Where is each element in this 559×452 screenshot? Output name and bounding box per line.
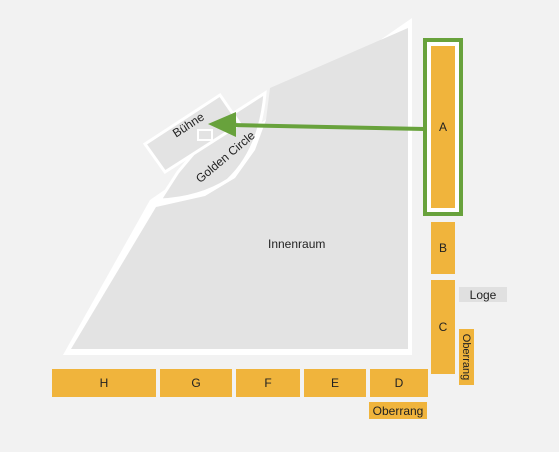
block-c[interactable]: C: [431, 280, 455, 374]
innenraum-label: Innenraum: [268, 237, 326, 251]
innenraum-area[interactable]: [71, 28, 408, 349]
oberrang-bottom[interactable]: Oberrang: [369, 402, 427, 419]
oberrang-right[interactable]: Oberrang: [459, 329, 474, 385]
direction-arrow: [208, 112, 426, 137]
oberrang-right-label: Oberrang: [460, 333, 473, 381]
block-a[interactable]: A: [431, 46, 455, 208]
block-b[interactable]: B: [431, 222, 455, 274]
block-e[interactable]: E: [304, 369, 366, 397]
block-g[interactable]: G: [160, 369, 232, 397]
block-f[interactable]: F: [236, 369, 300, 397]
block-h[interactable]: H: [52, 369, 156, 397]
loge-label[interactable]: Loge: [459, 287, 507, 302]
block-d[interactable]: D: [370, 369, 428, 397]
